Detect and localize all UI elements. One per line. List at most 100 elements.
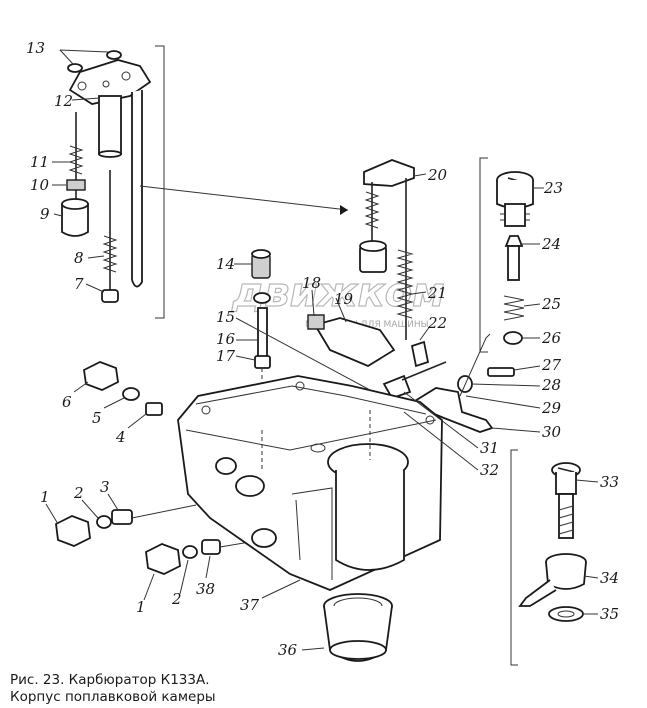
float-chamber-body-37 — [177, 375, 443, 591]
label-32: 32 — [480, 461, 499, 479]
spring-8 — [102, 235, 118, 273]
lever-30 — [408, 387, 494, 433]
valve-24-head — [504, 235, 524, 247]
label-36: 36 — [278, 641, 298, 659]
side-plugs — [55, 361, 263, 575]
leader-lines — [45, 49, 599, 651]
plug-1b — [145, 543, 181, 575]
label-37: 37 — [240, 596, 260, 614]
label-2b: 2 — [171, 590, 182, 608]
bracket-right-top-group — [479, 157, 488, 353]
screw-27 — [487, 367, 515, 377]
bracket-right-bottom-group — [510, 449, 518, 666]
float-assembly — [61, 50, 152, 303]
diffuser-36 — [323, 593, 393, 662]
label-7: 7 — [74, 275, 84, 293]
label-26: 26 — [541, 329, 562, 347]
lever-bracket-18 — [307, 314, 325, 330]
pump-spring-21 — [396, 249, 414, 319]
label-10: 10 — [30, 176, 50, 194]
washer-2b — [182, 545, 198, 559]
label-33: 33 — [600, 473, 619, 491]
plug-6 — [83, 361, 119, 391]
nut-13a — [67, 63, 83, 73]
jet-38 — [201, 539, 221, 555]
label-21: 21 — [427, 284, 447, 302]
valve-24 — [507, 245, 520, 281]
label-14: 14 — [216, 255, 235, 273]
label-12: 12 — [54, 92, 73, 110]
label-23: 23 — [543, 179, 563, 197]
label-34: 34 — [600, 569, 619, 587]
watermark-tagline: МАГАЗИНЫ ДЛЯ МАШИНЫ — [305, 320, 429, 330]
label-19: 19 — [334, 290, 354, 308]
label-27: 27 — [541, 356, 562, 374]
clip-22 — [410, 340, 430, 368]
float-lever-19 — [313, 317, 396, 368]
lever-link-arrow — [401, 361, 447, 381]
pump-valve-31 — [382, 374, 412, 400]
figure-caption: Рис. 23. Карбюратор К133А. Корпус поплав… — [10, 672, 216, 706]
washer-15 — [253, 292, 271, 304]
needle-valve-assembly — [251, 249, 430, 430]
pump-bracket-20 — [363, 159, 415, 187]
label-6: 6 — [62, 393, 72, 411]
screw-group-right — [518, 462, 587, 622]
assembly-arrows — [139, 185, 491, 397]
accelerator-pump — [359, 159, 415, 340]
group-brackets — [155, 45, 518, 666]
caption-line-1: Рис. 23. Карбюратор К133А. — [10, 672, 210, 688]
caption-line-2: Корпус поплавковой камеры — [10, 689, 216, 705]
collar-10 — [66, 179, 86, 191]
washer-2a — [96, 515, 112, 529]
label-1b: 1 — [136, 598, 146, 616]
label-3: 3 — [100, 478, 110, 496]
label-18: 18 — [302, 274, 321, 292]
spring-25 — [503, 295, 525, 321]
label-22: 22 — [427, 314, 447, 332]
needle-tip-17 — [254, 355, 271, 369]
label-30: 30 — [542, 423, 562, 441]
bracket-left-group — [155, 45, 165, 319]
label-9: 9 — [40, 205, 50, 223]
label-17: 17 — [216, 347, 236, 365]
arrow-top — [139, 185, 349, 211]
nut-13b — [106, 50, 122, 60]
label-16: 16 — [216, 330, 236, 348]
label-4: 4 — [115, 428, 126, 446]
label-5: 5 — [92, 409, 102, 427]
label-24: 24 — [541, 235, 561, 253]
screw-4 — [145, 402, 163, 416]
label-31: 31 — [480, 439, 499, 457]
washer-35 — [548, 606, 584, 622]
float-lever-rod — [131, 90, 143, 288]
label-29: 29 — [541, 399, 562, 417]
label-28: 28 — [541, 376, 561, 394]
washer-26 — [503, 331, 523, 345]
label-38: 38 — [196, 580, 215, 598]
label-15: 15 — [216, 308, 235, 326]
chamber-cylinder — [335, 470, 405, 571]
label-25: 25 — [541, 295, 561, 313]
jet-assembly-right — [496, 171, 534, 345]
boss-lower — [251, 528, 277, 548]
float-9 — [61, 203, 89, 237]
label-35: 35 — [600, 605, 619, 623]
callout-labels: 13 12 11 10 9 8 7 6 5 4 1 2 3 1 2 38 14 … — [26, 39, 619, 659]
label-11: 11 — [30, 153, 49, 171]
boss-upper — [235, 475, 265, 497]
label-13: 13 — [26, 39, 45, 57]
label-1a: 1 — [40, 488, 50, 506]
label-20: 20 — [427, 166, 448, 184]
pump-spring-20 — [364, 191, 380, 229]
label-8: 8 — [74, 249, 84, 267]
float-guide-tube — [98, 95, 122, 155]
jet-3 — [111, 509, 133, 525]
plug-1a — [55, 515, 91, 547]
screw-head-7 — [101, 289, 119, 303]
label-2a: 2 — [73, 484, 84, 502]
washer-5 — [122, 387, 140, 401]
spring-11 — [68, 145, 84, 175]
